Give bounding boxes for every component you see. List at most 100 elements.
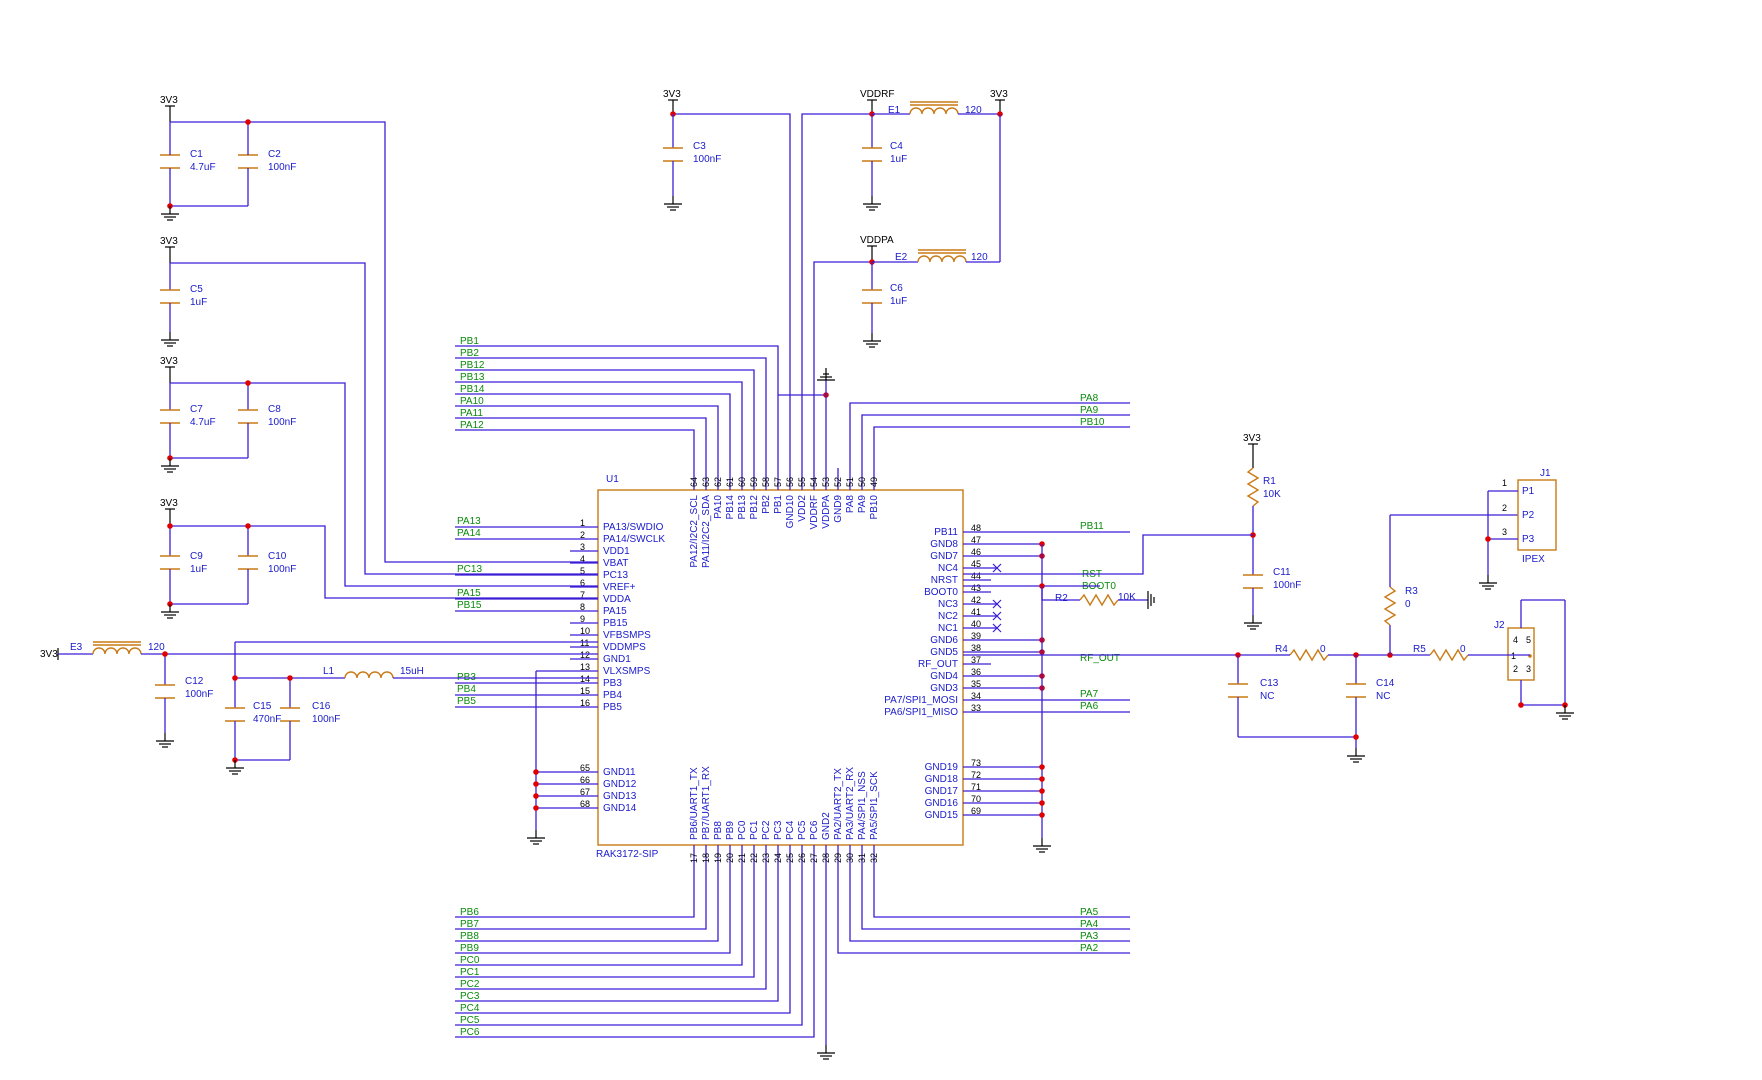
u1-pin-number: 24: [773, 853, 783, 863]
net-label: PA15: [457, 588, 481, 599]
u1-pin-number: 8: [580, 602, 585, 612]
net-label: PC13: [457, 564, 482, 575]
e1-value: 120: [965, 105, 982, 116]
net-label: PA9: [1080, 405, 1099, 416]
u1-pin-number: 16: [580, 698, 590, 708]
net-label: PC0: [460, 955, 480, 966]
net-label: PA8: [1080, 393, 1099, 404]
u1-pin-name: BOOT0: [924, 587, 958, 598]
u1-pin-name: PB6/UART1_TX: [689, 767, 700, 840]
c10-value: 100nF: [268, 564, 296, 575]
u1-pin-name: PA6/SPI1_MISO: [884, 707, 958, 718]
c10-ref: C10: [268, 551, 287, 562]
u1-pin-number: 54: [809, 477, 819, 487]
power-label-3v3: 3V3: [40, 649, 58, 660]
c8-ref: C8: [268, 404, 281, 415]
u1-pin-number: 26: [797, 853, 807, 863]
u1-pin-number: 66: [580, 775, 590, 785]
u1-pin-number: 53: [821, 477, 831, 487]
u1-pin-number: 68: [580, 799, 590, 809]
u1-pin-number: 71: [971, 782, 981, 792]
power-label-3v3: 3V3: [663, 89, 681, 100]
l1-value: 15uH: [400, 666, 424, 677]
net-wire: [455, 867, 815, 1038]
u1-pin-number: 27: [809, 853, 819, 863]
r2-value: 10K: [1118, 592, 1136, 603]
u1-pin-number: 72: [971, 770, 981, 780]
j1-pin-p1: P1: [1522, 486, 1535, 497]
u1-pin-number: 18: [701, 853, 711, 863]
u1-pin-name: PA15: [603, 606, 627, 617]
j1-num-2: 2: [1502, 503, 1507, 513]
u1-pin-name: PA3/UART2_RX: [845, 767, 856, 840]
ground-icon: [1479, 575, 1497, 590]
u1-pin-name: GND15: [925, 810, 959, 821]
c9-ref: C9: [190, 551, 203, 562]
power-label-3v3: 3V3: [990, 89, 1008, 100]
r4-ref: R4: [1275, 644, 1288, 655]
u1-pin-number: 38: [971, 643, 981, 653]
u1-pin-number: 14: [580, 674, 590, 684]
r5-ref: R5: [1413, 644, 1426, 655]
c4-value: 1uF: [890, 154, 907, 165]
u1-pin-name: GND5: [930, 647, 958, 658]
net-label: PB11: [1080, 521, 1104, 532]
net-wire: [455, 867, 731, 954]
net-label: PA2: [1080, 943, 1099, 954]
u1-pin-number: 57: [773, 477, 783, 487]
u1-pin-name: VDDRF: [809, 495, 820, 529]
u1-pin-number: 70: [971, 794, 981, 804]
u1-pin-name: GND6: [930, 635, 958, 646]
u1-pin-name: PB5: [603, 702, 622, 713]
u1-pin-name: NC4: [938, 563, 958, 574]
net-label: PC3: [460, 991, 480, 1002]
e3-ref: E3: [70, 642, 83, 653]
net-label: PB5: [457, 696, 476, 707]
net-label: PA14: [457, 528, 481, 539]
c14-value: NC: [1376, 691, 1390, 702]
u1-pin-name: GND3: [930, 683, 958, 694]
u1-pin-number: 42: [971, 595, 981, 605]
ground-icon: [863, 196, 881, 211]
r3-value: 0: [1405, 599, 1411, 610]
u1-pin-number: 4: [580, 554, 585, 564]
u1-pin-name: GND19: [925, 762, 959, 773]
u1-pin-name: PA14/SWCLK: [603, 534, 665, 545]
c2-ref: C2: [268, 149, 281, 160]
u1-pin-number: 28: [821, 853, 831, 863]
j2-ref: J2: [1494, 620, 1505, 631]
net-wire: [861, 414, 1130, 468]
ground-icon: [226, 760, 244, 775]
j1-num-3: 3: [1502, 527, 1507, 537]
u1-pin-name: NC1: [938, 623, 958, 634]
u1-bottom-pins: 17PB6/UART1_TX18PB7/UART1_RX19PB820PB921…: [689, 766, 880, 1060]
e3-value: 120: [148, 642, 165, 653]
u1-pin-name: VBAT: [603, 558, 628, 569]
c5-group: 3V3 C5 1uF: [160, 236, 598, 575]
u1-pin-number: 64: [689, 477, 699, 487]
u1-pin-name: VREF+: [603, 582, 636, 593]
c9-c10-group: 3V3 C9 1uF C10 100nF: [160, 498, 598, 619]
net-label: PA6: [1080, 701, 1099, 712]
u1-pin-number: 21: [737, 853, 747, 863]
net-label: PA12: [460, 420, 484, 431]
u1-pin-number: 33: [971, 703, 981, 713]
net-label: PA11: [460, 408, 483, 419]
net-wire: [455, 867, 791, 1014]
u1-body: [597, 489, 964, 846]
net-label: PB13: [460, 372, 485, 383]
c9-value: 1uF: [190, 564, 207, 575]
u1-pin-name: PB7/UART1_RX: [701, 766, 712, 840]
u1-pin-number: 52: [833, 477, 843, 487]
u1-pin-number: 2: [580, 530, 585, 540]
u1-pin-number: 12: [580, 650, 590, 660]
u1-pin-number: 35: [971, 679, 981, 689]
u1-pin-name: PB10: [869, 495, 880, 520]
u1-pin-number: 49: [869, 477, 879, 487]
net-label: PB14: [460, 384, 485, 395]
